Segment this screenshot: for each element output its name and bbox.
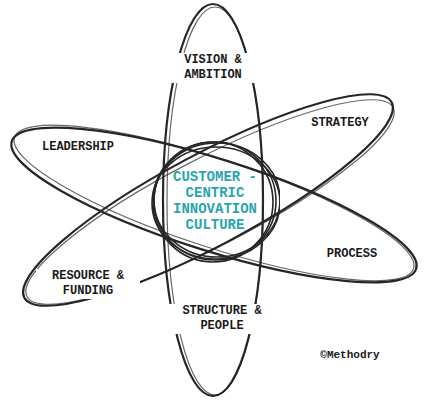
structure-label: STRUCTURE & PEOPLE bbox=[165, 304, 279, 334]
center-circle: CUSTOMER -CENTRIC INNOVATION CULTURE bbox=[150, 138, 280, 264]
center-title: CUSTOMER -CENTRIC INNOVATION CULTURE bbox=[159, 169, 271, 233]
copyright-note: ©Methodry bbox=[318, 348, 381, 363]
process-label: PROCESS bbox=[325, 247, 379, 262]
resource-label: RESOURCE & FUNDING bbox=[36, 269, 140, 299]
strategy-label: STRATEGY bbox=[309, 116, 371, 131]
leadership-label: LEADERSHIP bbox=[40, 140, 116, 155]
vision-label: VISION & AMBITION bbox=[156, 53, 270, 83]
